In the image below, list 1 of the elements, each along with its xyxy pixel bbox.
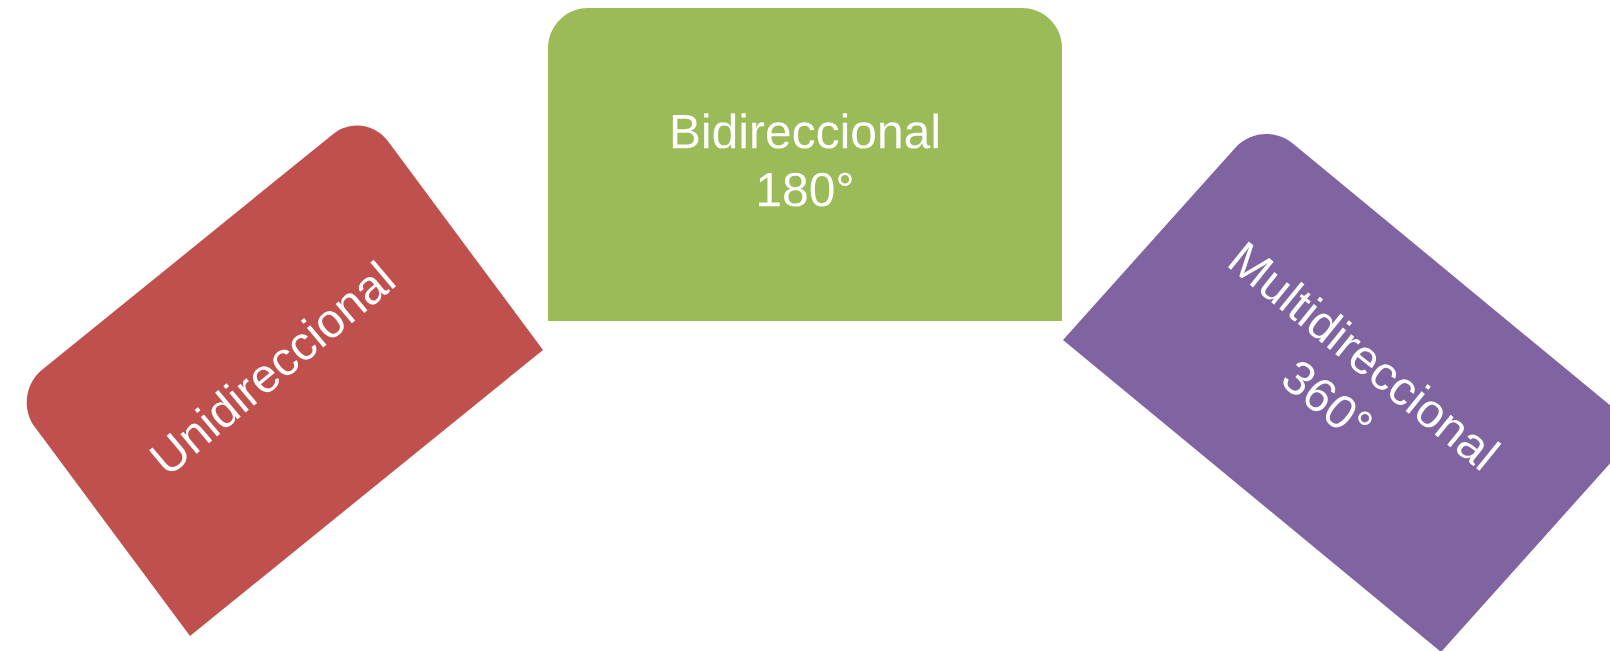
- tilted-card: Bidireccional 180°: [548, 8, 1062, 321]
